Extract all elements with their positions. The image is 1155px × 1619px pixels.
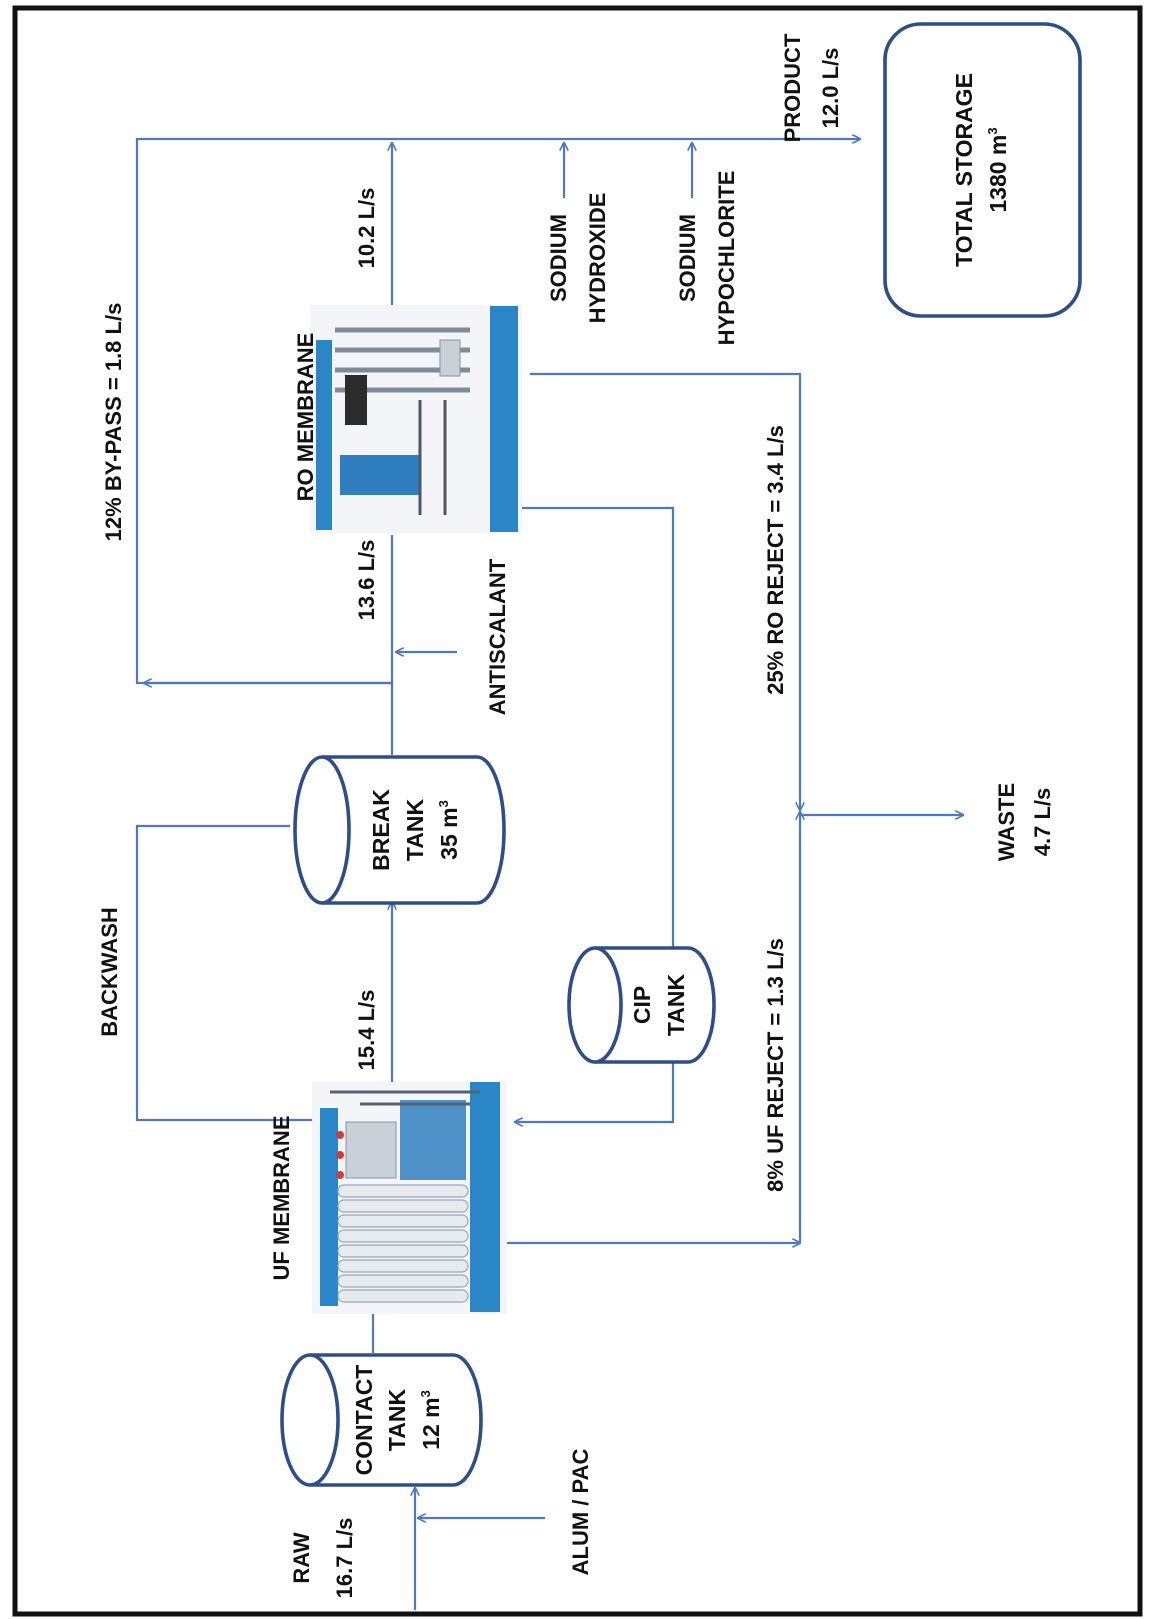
ro-reject-label: 25% RO REJECT = 3.4 L/s [763,425,788,695]
total-storage-label-line1: TOTAL STORAGE [951,73,977,267]
uf-membrane-skid-icon [312,1082,507,1314]
break-tank [293,755,506,905]
sodium-hydroxide-label-line2: HYDROXIDE [585,193,610,324]
cip-tank [567,946,716,1064]
ro-membrane-skid-icon [310,305,522,533]
break-tank-label-line3: 35 m3 [436,800,462,860]
total-storage-tank [883,22,1082,318]
sodium-hypochlorite-label-line2: HYPOCHLORITE [714,171,739,346]
contact-tank-label-line3: 12 m3 [418,1390,444,1450]
cip-tank-label-line1: CIP [629,986,655,1024]
total-storage-label-line2: 1380 m3 [985,127,1011,212]
uf-membrane-label: UF MEMBRANE [269,1116,294,1281]
ro-feed-flow-label: 13.6 L/s [354,540,379,621]
raw-label-line1: RAW [289,1532,314,1584]
cip-to-uf-line [515,1060,675,1122]
break-tank-label-line2: TANK [402,799,428,862]
contact-tank [280,1353,483,1487]
waste-label-line2: 4.7 L/s [1030,788,1055,856]
contact-tank-label-line2: TANK [384,1389,410,1452]
break-tank-label-line1: BREAK [368,789,394,871]
antiscalant-label: ANTISCALANT [485,558,510,715]
uf-to-break-flow-label: 15.4 L/s [354,990,379,1071]
ro-membrane-label: RO MEMBRANE [293,333,318,502]
product-label-line1: PRODUCT [780,33,805,142]
cip-tank-label-line2: TANK [663,974,689,1037]
flow-lines [135,139,963,1610]
alum-pac-label: ALUM / PAC [568,1449,593,1576]
backwash-label: BACKWASH [97,907,122,1037]
raw-label-line2: 16.7 L/s [332,1518,357,1599]
ro-reject-line [530,372,800,810]
contact-tank-label-line1: CONTACT [351,1365,377,1476]
bypass-label: 12% BY-PASS = 1.8 L/s [101,303,126,542]
sodium-hydroxide-label-line1: SODIUM [546,214,571,302]
cip-to-ro-line [467,508,675,948]
sodium-hypochlorite-label-line1: SODIUM [675,214,700,302]
backwash-line [135,824,320,1120]
uf-reject-label: 8% UF REJECT = 1.3 L/s [763,938,788,1192]
ro-permeate-flow-label: 10.2 L/s [354,188,379,269]
waste-label-line1: WASTE [994,783,1019,861]
diagram-frame [12,5,1143,1617]
product-label-line2: 12.0 L/s [818,48,843,129]
